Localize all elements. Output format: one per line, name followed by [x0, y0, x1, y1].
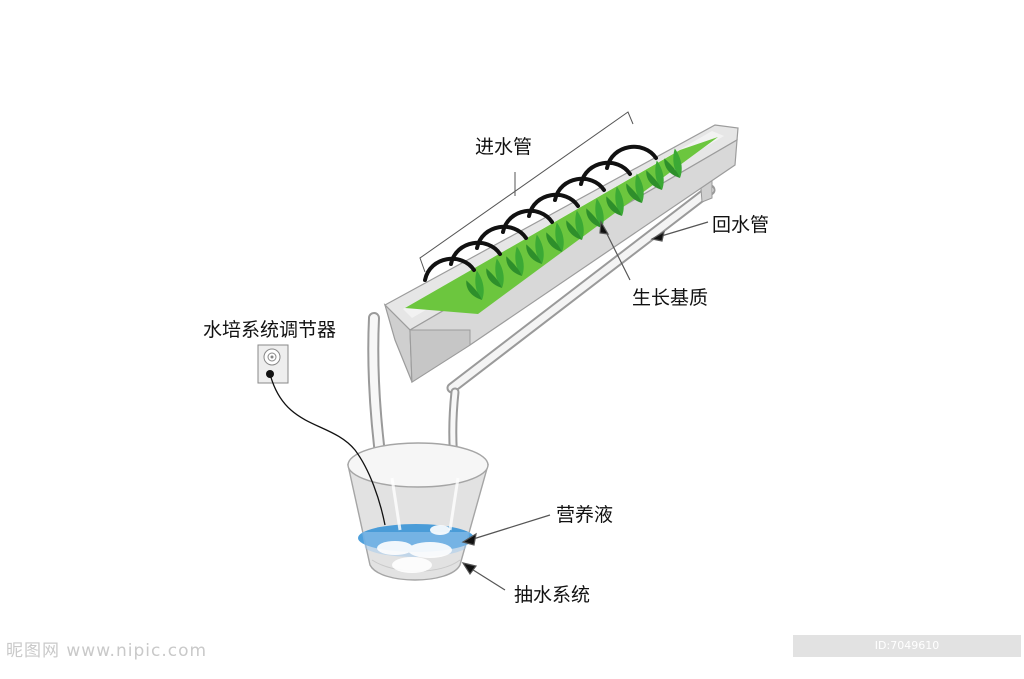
- label-controller: 水培系统调节器: [203, 319, 337, 341]
- plants: [466, 148, 682, 300]
- bucket: [347, 442, 489, 581]
- label-growth-medium: 生长基质: [632, 287, 709, 309]
- controller-cable: [269, 373, 386, 526]
- label-inlet-pipe: 进水管: [475, 136, 533, 158]
- inlet-bracket: [419, 111, 634, 273]
- hydroponic-diagram: [257, 111, 739, 591]
- label-pump-system: 抽水系统: [514, 584, 591, 606]
- inlet-pipe-arcs: [423, 144, 658, 282]
- watermark-id: ID:7049610 NO:20191227134848744000: [793, 635, 1021, 674]
- leader-lines: [461, 220, 709, 591]
- label-nutrient-solution: 营养液: [556, 504, 614, 526]
- watermark-site: 昵图网 www.nipic.com: [6, 641, 208, 661]
- trough: [383, 124, 739, 384]
- label-return-pipe: 回水管: [712, 214, 770, 236]
- controller-device: [257, 344, 289, 384]
